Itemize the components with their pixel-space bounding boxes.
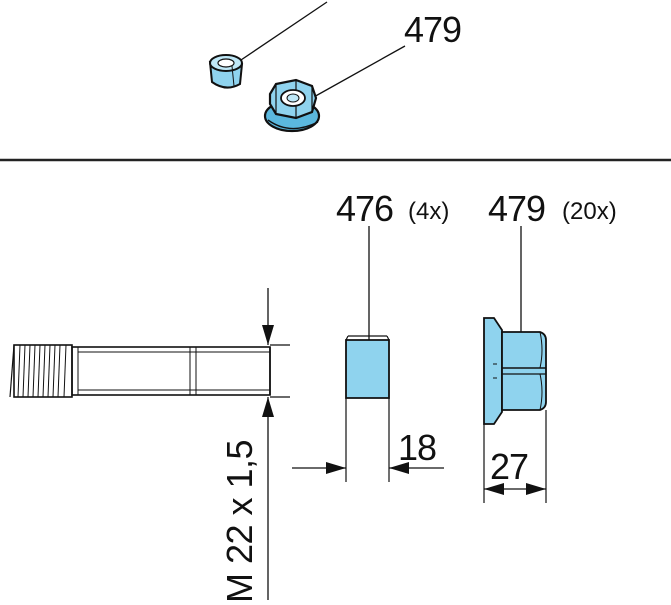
nut-side-view [483, 317, 547, 425]
spacer-quantity: (4x) [408, 198, 449, 225]
nut-3d-view [263, 78, 321, 133]
spacer-3d-view [208, 54, 244, 89]
nut-width-dimension [483, 410, 547, 503]
spacer-length-label: 18 [398, 427, 436, 468]
nut-quantity: (20x) [562, 198, 617, 225]
thread-dimension [262, 288, 290, 600]
top-callout-number: 479 [404, 9, 461, 50]
spacer-part-number: 476 [336, 188, 393, 229]
spacer-length-dimension [292, 398, 444, 482]
thread-spec-label: M 22 x 1,5 [219, 440, 260, 603]
nut-leader-line [311, 45, 406, 99]
nut-width-label: 27 [490, 446, 528, 487]
spacer-side-view [345, 335, 390, 399]
nut-part-number: 479 [488, 188, 545, 229]
wheel-stud-drawing [9, 344, 271, 398]
spacer-leader-line [237, 1, 328, 63]
